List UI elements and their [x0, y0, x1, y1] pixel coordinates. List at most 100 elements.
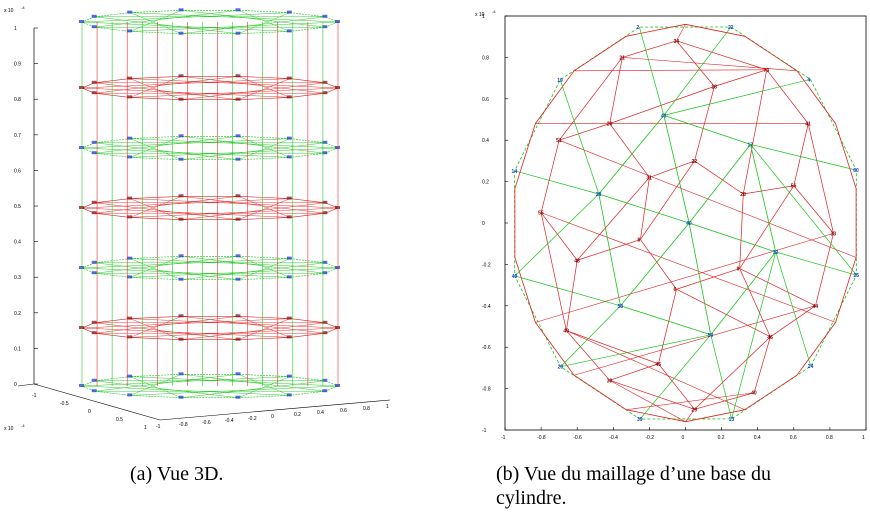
x-tick-label: 0: [88, 409, 91, 415]
y-tick-label: 0.6: [482, 97, 489, 103]
x-tick-label: -0.4: [609, 435, 618, 440]
blue-node-label: 17: [747, 142, 753, 148]
y-tick-label: 0.2: [294, 412, 301, 418]
exponent-label-a: x 10: [4, 8, 14, 14]
x-tick-label: 0.8: [826, 435, 833, 440]
blue-node-label: 20: [558, 365, 564, 371]
y-tick-label: 0.8: [363, 406, 370, 412]
x-tick-label: 1: [862, 435, 865, 440]
red-node-label: 18: [711, 84, 717, 90]
y-tick-label: 0.6: [340, 408, 347, 414]
red-node-label: 9: [737, 267, 740, 273]
tick-labels-3d: 00.10.20.30.40.50.60.70.80.91-1-0.500.51…: [14, 26, 389, 431]
red-node-label: 26: [607, 122, 613, 128]
red-node-label: 48: [574, 258, 580, 264]
blue-node-label: 2: [636, 25, 639, 31]
x-tick-label: -0.5: [60, 401, 69, 407]
blue-node-label: 28: [596, 192, 602, 198]
red-node-label: 29: [692, 407, 698, 413]
y-tick-label: -0.6: [202, 420, 211, 426]
red-node-label: 45: [655, 362, 661, 368]
y-tick-label: 1: [386, 404, 389, 410]
blue-node-label: 60: [853, 168, 859, 174]
y-tick-label: 0.4: [317, 410, 324, 416]
panel-base-mesh: -1 -0.8 -0.6 -0.4 -0.2 0 0.2 0.4 0.6 0.8 1 -1 -0.8 -0…: [470, 0, 870, 450]
z-tick-label: 0.8: [14, 97, 21, 103]
red-node-label: 70: [764, 68, 770, 74]
x-tick-label: -0.8: [537, 435, 546, 440]
blue-node-label: 39: [637, 417, 643, 423]
exponent-power-a: -4: [21, 5, 25, 10]
red-node-label: 21: [619, 55, 625, 61]
blue-node-label: 22: [728, 25, 734, 31]
y-tick-label: -0.2: [482, 262, 491, 268]
exponent-power-b: -4: [492, 9, 496, 14]
blue-node-label: 24: [808, 364, 814, 370]
x-tick-label: -1: [501, 435, 506, 440]
exponent-label-a-x: x 10: [4, 426, 14, 432]
blue-node-label: 49: [512, 274, 518, 280]
red-node-label: 46: [767, 335, 773, 341]
y-tick-label: -0.2: [248, 416, 257, 422]
caption-b-line1: (b) Vue du maillage d’une base du: [496, 463, 772, 485]
y-tick-label: 0.8: [482, 55, 489, 61]
y-tick-label: 0.4: [482, 138, 489, 144]
y-tick-label: -0.6: [482, 345, 491, 351]
red-node-label: 28: [740, 192, 746, 198]
y-tick-label: -0.8: [179, 422, 188, 428]
y-tick-label: -1: [482, 428, 487, 434]
blue-node-label: 19: [557, 78, 563, 84]
z-tick-label: 0.3: [14, 275, 21, 281]
mesh-3d: [79, 8, 340, 399]
blue-node-label: 14: [512, 169, 518, 175]
mesh-2d: [514, 23, 857, 423]
red-node-label: 51: [556, 138, 562, 144]
red-node-label: 33: [831, 231, 837, 237]
red-node-label: 8: [637, 238, 640, 244]
red-node-label: 22: [692, 159, 698, 165]
red-node-label: 55: [538, 211, 544, 217]
red-node-label: 30: [607, 378, 613, 384]
x-tick-label: -0.6: [573, 435, 582, 440]
node-labels-2d: 3421187041512631222856553384896444946453…: [512, 25, 860, 423]
y-tick-label: -1: [156, 424, 161, 430]
x-tick-label: 0.2: [718, 435, 725, 440]
exponent-power-a-x: -4: [21, 423, 25, 428]
x-tick-label: -1: [32, 393, 37, 399]
y-tick-label: 0: [482, 221, 485, 227]
x-tick-label: -0.2: [645, 435, 654, 440]
exponent-label-b: x 10: [475, 12, 485, 18]
z-tick-label: 0: [14, 382, 17, 388]
red-node-label: 40: [751, 391, 757, 397]
z-tick-label: 0.5: [14, 204, 21, 210]
caption-a: (a) Vue 3D.: [130, 463, 224, 485]
z-tick-label: 0.1: [14, 346, 21, 352]
blue-node-label: 40: [686, 221, 692, 227]
red-node-label: 41: [805, 122, 811, 128]
y-tick-label: -0.4: [482, 304, 491, 310]
red-node-label: 6: [673, 287, 676, 293]
y-tick-label: -0.8: [482, 387, 491, 393]
z-tick-label: 0.2: [14, 311, 21, 317]
blue-node-label: 13: [729, 417, 735, 423]
red-node-label: 44: [812, 304, 818, 310]
z-tick-label: 1: [14, 26, 17, 32]
red-node-label: 34: [673, 39, 679, 45]
cylinder-3d-plot: 00.10.20.30.40.50.60.70.80.91-1-0.500.51…: [4, 5, 391, 450]
blue-node-label: 59: [708, 333, 714, 339]
y-tick-label: 0.2: [482, 180, 489, 186]
axes-3d: [17, 27, 391, 421]
y-tick-label: -0.4: [225, 418, 234, 424]
y-tick-label: 1: [482, 14, 485, 20]
red-node-label: 56: [791, 184, 797, 190]
x-tick-label: 1: [144, 425, 147, 431]
z-tick-label: 0.9: [14, 62, 21, 68]
blue-node-label: 25: [853, 273, 859, 279]
caption-b-line2: cylindre.: [496, 487, 567, 509]
z-tick-label: 0.4: [14, 240, 21, 246]
tick-labels-2d: -1 -0.8 -0.6 -0.4 -0.2 0 0.2 0.4 0.6 0.8 1 -1 -0.8 -0…: [482, 14, 867, 441]
x-tick-label: 0.6: [790, 435, 797, 440]
z-tick-label: 0.7: [14, 133, 21, 139]
blue-node-label: 32: [773, 250, 779, 256]
